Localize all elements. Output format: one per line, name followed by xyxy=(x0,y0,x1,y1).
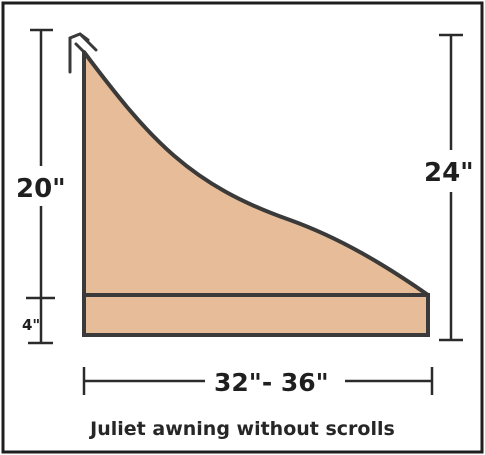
left-label-gap xyxy=(20,166,64,206)
height-label-upper: 20" xyxy=(16,174,66,204)
height-label-lower: 4" xyxy=(22,316,40,334)
bottom-label-gap xyxy=(205,363,345,399)
right-label-gap xyxy=(428,150,476,192)
width-label: 32"- 36" xyxy=(214,368,329,397)
awning-valance xyxy=(82,293,430,337)
diagram-caption: Juliet awning without scrolls xyxy=(90,418,395,440)
awning-side-panel xyxy=(82,50,430,297)
height-label-total: 24" xyxy=(424,158,474,188)
awning-top-hook xyxy=(68,32,98,74)
